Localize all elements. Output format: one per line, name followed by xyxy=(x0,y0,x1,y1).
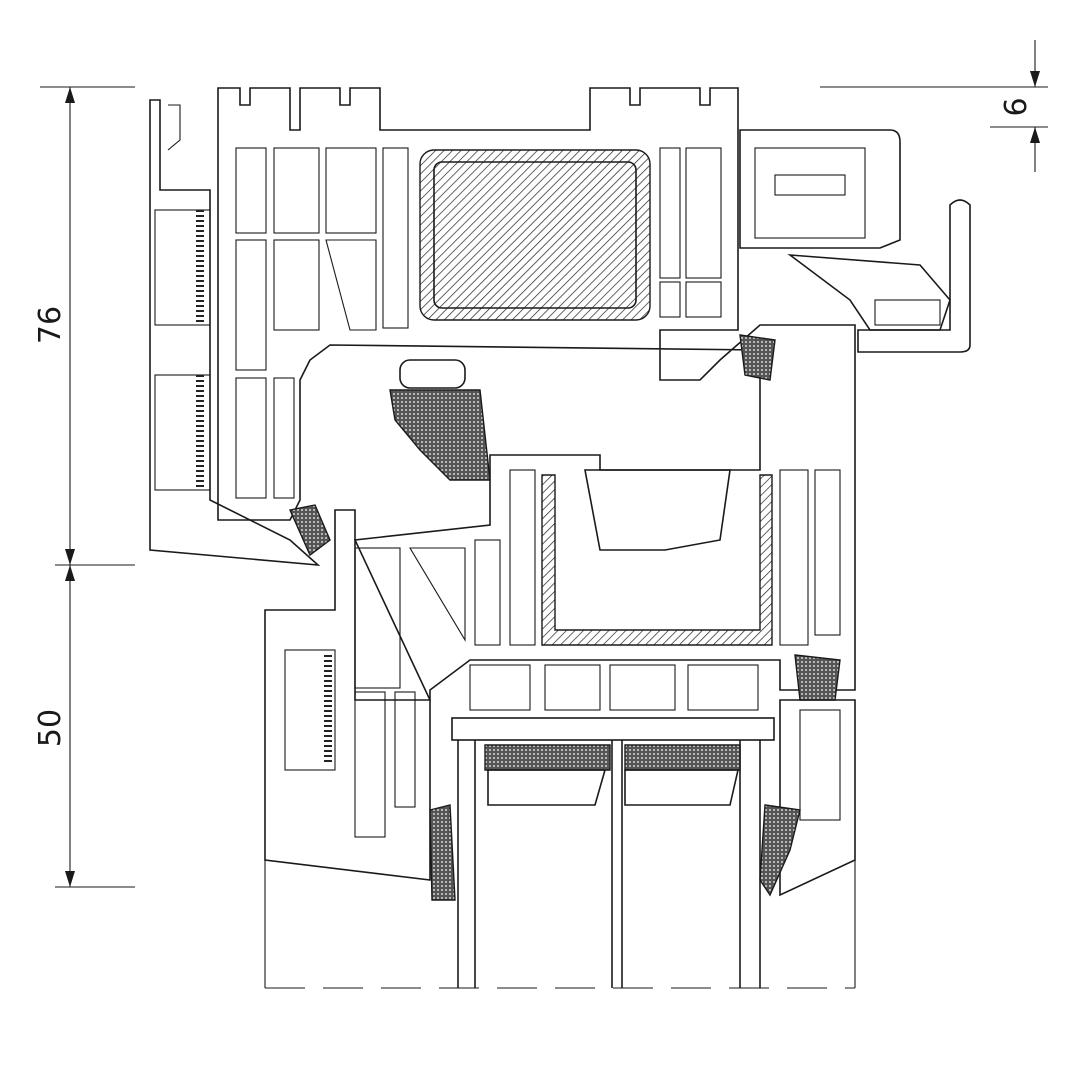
dimension-label-50: 50 xyxy=(33,709,68,747)
dimension-label-76: 76 xyxy=(33,306,68,344)
accessory-profile xyxy=(739,129,971,353)
dimension-label-6: 6 xyxy=(999,97,1034,116)
dimension-6: 6 xyxy=(820,40,1048,172)
dimension-76: 76 xyxy=(33,86,135,888)
dimension-50: 50 xyxy=(33,565,75,887)
gaskets xyxy=(289,334,841,901)
cover-profile xyxy=(149,99,321,567)
sash-profile xyxy=(264,469,856,988)
glazing-unit xyxy=(457,740,761,988)
